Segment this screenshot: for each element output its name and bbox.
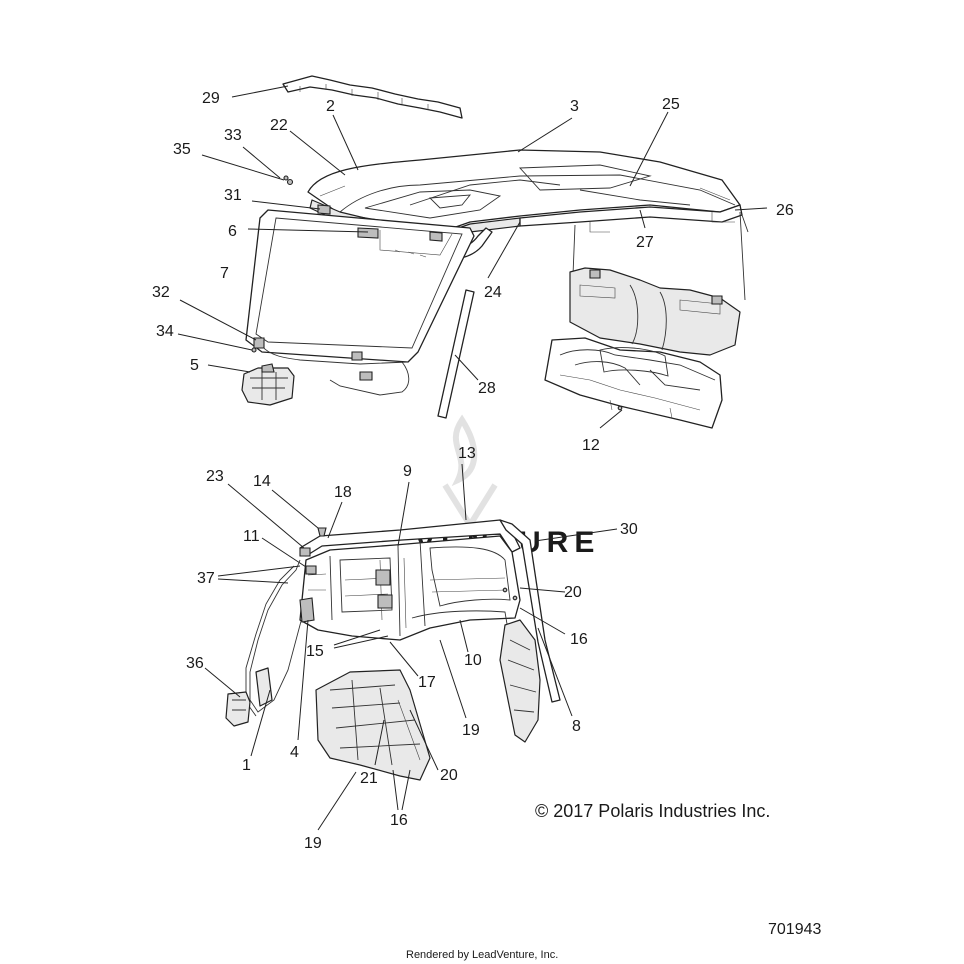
- part-30-side-rail: [499, 519, 561, 703]
- callout-37: 37: [197, 570, 215, 587]
- callout-20a: 20: [564, 584, 582, 601]
- callout-12: 12: [582, 437, 600, 454]
- part-4-door-frame: [249, 559, 313, 713]
- callout-29: 29: [202, 90, 220, 107]
- callout-17: 17: [418, 674, 436, 691]
- callout-19a: 19: [462, 722, 480, 739]
- callout-4: 4: [290, 744, 299, 761]
- callout-3: 3: [570, 98, 579, 115]
- part-31-hinge: [317, 204, 331, 215]
- callout-27: 27: [636, 234, 654, 251]
- callout-1: 1: [242, 757, 251, 774]
- rendered-by: Rendered by LeadVenture, Inc.: [406, 949, 558, 961]
- callout-19b: 19: [304, 835, 322, 852]
- callout-11: 11: [243, 528, 260, 545]
- callout-14: 14: [253, 473, 271, 490]
- callout-7: 7: [220, 265, 229, 282]
- callout-32: 32: [152, 284, 170, 301]
- part-5-washer-reservoir: [241, 363, 295, 406]
- part-13-top-rail: [299, 519, 521, 557]
- part-33-nut: [286, 178, 294, 186]
- callout-25: 25: [662, 96, 680, 113]
- part-6-clip: [357, 227, 379, 239]
- part-14-clip: [317, 527, 327, 537]
- part-9-center-panel: [299, 535, 521, 641]
- callout-15: 15: [306, 643, 324, 660]
- callout-34: 34: [156, 323, 174, 340]
- callout-labels: 29 2 3 25 22 33 35 31 6 26 27 7 24 32 34…: [152, 90, 794, 852]
- callout-9: 9: [403, 463, 412, 480]
- callout-24: 24: [484, 284, 502, 301]
- part-34-fastener: [251, 347, 257, 353]
- part-15-brackets: [375, 569, 393, 609]
- part-21-kick-panel: [315, 669, 431, 781]
- callout-2: 2: [326, 98, 335, 115]
- callout-30: 30: [620, 521, 638, 538]
- part-29-bracket: [282, 75, 463, 119]
- part-12-rear-panel: [544, 337, 723, 429]
- part-26-rear-window: [569, 267, 741, 356]
- callout-35: 35: [173, 141, 191, 158]
- callout-20b: 20: [440, 767, 458, 784]
- part-23-clip: [299, 547, 311, 557]
- callout-33: 33: [224, 127, 242, 144]
- callout-5: 5: [190, 357, 199, 374]
- copyright: © 2017 Polaris Industries Inc.: [535, 801, 770, 821]
- callout-16b: 16: [390, 812, 408, 829]
- callout-8: 8: [572, 718, 581, 735]
- part-10-floor-panel: [411, 610, 509, 631]
- callout-26: 26: [776, 202, 794, 219]
- diagram-number: 701943: [768, 921, 821, 938]
- part-36-handle: [225, 691, 251, 727]
- part-2-roof-panel: [307, 149, 741, 237]
- part-11-clip: [305, 565, 317, 575]
- callout-23: 23: [206, 468, 224, 485]
- watermark-logo: [442, 414, 498, 531]
- callout-6: 6: [228, 223, 237, 240]
- leader-lines: [177, 85, 768, 831]
- part-28-trim-strip: [437, 289, 475, 419]
- callout-18: 18: [334, 484, 352, 501]
- callout-13: 13: [458, 445, 476, 462]
- callout-10: 10: [464, 652, 482, 669]
- part-32-latch: [253, 337, 265, 349]
- part-35-screw: [283, 175, 289, 181]
- callout-36: 36: [186, 655, 204, 672]
- callout-31: 31: [224, 187, 242, 204]
- callout-22: 22: [270, 117, 288, 134]
- callout-28: 28: [478, 380, 496, 397]
- callout-16a: 16: [570, 631, 588, 648]
- part-8-side-panel: [499, 619, 541, 743]
- callout-21: 21: [360, 770, 378, 787]
- part-1-door-panel: [255, 667, 273, 707]
